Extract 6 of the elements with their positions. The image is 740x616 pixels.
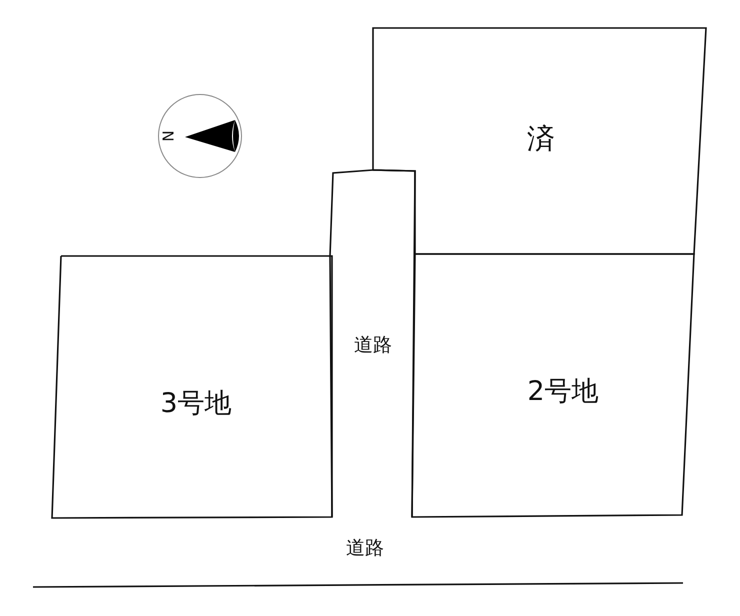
road-label: 道路 — [346, 536, 384, 561]
road-label: 道路 — [354, 333, 392, 358]
north-label: N — [160, 130, 178, 142]
lot-status-label: 済 — [527, 121, 555, 157]
lot-number-label: 3号地 — [160, 387, 232, 421]
lot-number-label: 2号地 — [527, 375, 599, 409]
